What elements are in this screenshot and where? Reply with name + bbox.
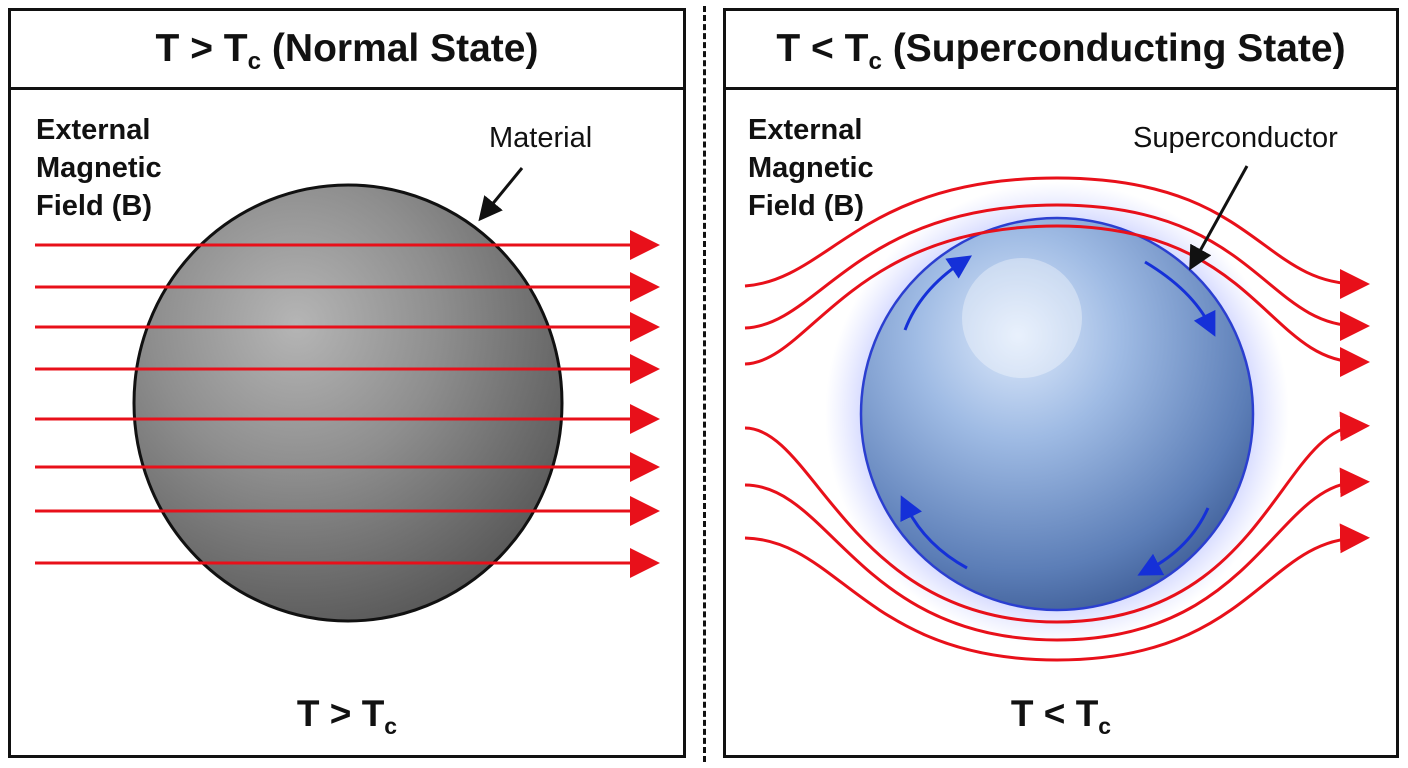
curved-arrow-icon: [744, 411, 1370, 624]
sphere-highlight: [962, 258, 1082, 378]
superconductor-sphere: [859, 216, 1255, 612]
curved-arrow-icon: [744, 203, 1370, 341]
field-lines-normal: [35, 230, 660, 578]
material-sphere: [132, 183, 564, 623]
superconducting-state-header: T < Tc (Superconducting State): [726, 11, 1396, 90]
curved-arrow-icon: [744, 176, 1370, 299]
normal-state-panel: T > Tc (Normal State) External Magnetic …: [8, 8, 686, 758]
curved-arrow-icon: [900, 495, 968, 570]
field-lines-superconducting: [744, 176, 1370, 662]
external-field-label-left: External Magnetic Field (B): [36, 114, 162, 222]
curved-arrow-icon: [744, 523, 1370, 662]
curved-arrow-icon: [1137, 507, 1210, 576]
screening-current-arrows: [900, 255, 1216, 576]
normal-state-header: T > Tc (Normal State): [11, 11, 683, 90]
superconductor-pointer-arrow: [1189, 165, 1249, 271]
curved-arrow-icon: [744, 467, 1370, 642]
external-field-label-right: External Magnetic Field (B): [748, 114, 874, 222]
material-pointer-arrow: [478, 167, 524, 222]
superconductor-label: Superconductor: [1133, 122, 1338, 154]
panel-divider: [703, 6, 706, 762]
superconducting-state-footer: T < Tc: [1010, 693, 1112, 740]
curved-arrow-icon: [903, 255, 972, 331]
curved-arrow-icon: [744, 224, 1370, 377]
superconducting-state-title: T < Tc (Superconducting State): [776, 27, 1346, 76]
normal-state-title: T > Tc (Normal State): [155, 27, 539, 76]
curved-arrow-icon: [1144, 260, 1216, 337]
material-label: Material: [489, 122, 593, 154]
normal-state-footer: T > Tc: [296, 693, 398, 740]
